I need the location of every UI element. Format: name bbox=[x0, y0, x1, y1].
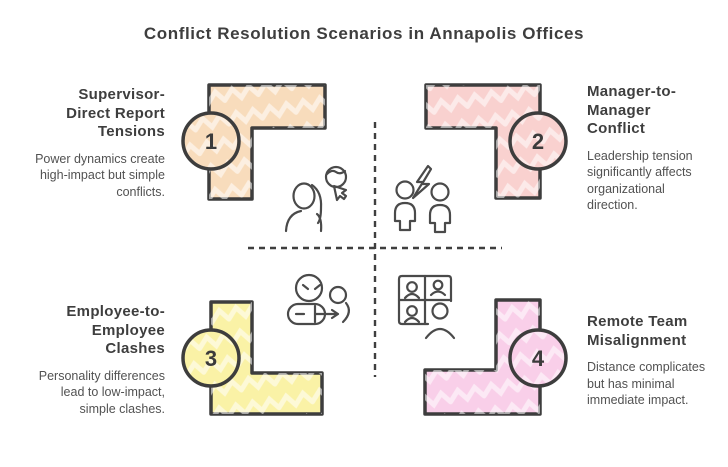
l-shape-3 bbox=[209, 300, 324, 416]
l-shape-2 bbox=[424, 83, 542, 200]
step-circle-1: 1 bbox=[181, 111, 241, 171]
step-circle-2: 2 bbox=[508, 111, 568, 171]
quadrant-3-title: Employee-to- Employee Clashes bbox=[66, 303, 165, 358]
managers-conflict-icon bbox=[393, 164, 452, 234]
video-call-icon bbox=[397, 274, 456, 340]
angry-eye-icon bbox=[301, 283, 310, 291]
supervisor-pointing-icon bbox=[284, 165, 348, 233]
quadrant-4-title: Remote Team Misalignment bbox=[587, 313, 688, 349]
step-number-1: 1 bbox=[205, 129, 217, 154]
quadrant-3-text: Employee-to- Employee Clashes Personalit… bbox=[10, 303, 165, 417]
angry-eye-icon bbox=[313, 283, 322, 291]
quadrant-2-title: Manager-to- Manager Conflict bbox=[587, 83, 677, 138]
report-head-icon bbox=[324, 165, 348, 189]
l-shape-4 bbox=[423, 298, 542, 416]
quadrant-2-text: Manager-to- Manager Conflict Leadership … bbox=[587, 83, 728, 214]
quadrant-4-description: Distance complicates but has minimal imm… bbox=[587, 360, 706, 408]
step-circle-3: 3 bbox=[181, 328, 241, 388]
quadrant-1-description: Power dynamics create high-impact but si… bbox=[35, 151, 165, 199]
lightning-icon bbox=[411, 164, 433, 200]
quadrant-4-text: Remote Team Misalignment Distance compli… bbox=[587, 313, 728, 409]
grid-frame-icon bbox=[397, 274, 453, 326]
step-circle-4: 4 bbox=[508, 328, 568, 388]
quadrant-3-description: Personality differences lead to low-impa… bbox=[38, 368, 165, 416]
quadrant-1-text: Supervisor- Direct Report Tensions Power… bbox=[10, 86, 165, 200]
remote-person-shoulders-icon bbox=[424, 327, 456, 340]
employee-clash-icon bbox=[286, 273, 350, 326]
quadrant-2-description: Leadership tension significantly affects… bbox=[587, 148, 693, 213]
step-number-4: 4 bbox=[532, 346, 545, 371]
remote-person-head-icon bbox=[431, 302, 449, 320]
l-shape-1 bbox=[207, 83, 327, 201]
poke-arrow-icon bbox=[313, 308, 340, 320]
page-title: Conflict Resolution Scenarios in Annapol… bbox=[143, 24, 585, 43]
step-number-2: 2 bbox=[532, 129, 544, 154]
cursor-arrow-icon bbox=[332, 184, 348, 202]
step-number-3: 3 bbox=[205, 346, 217, 371]
quadrant-1-title: Supervisor- Direct Report Tensions bbox=[66, 86, 165, 141]
